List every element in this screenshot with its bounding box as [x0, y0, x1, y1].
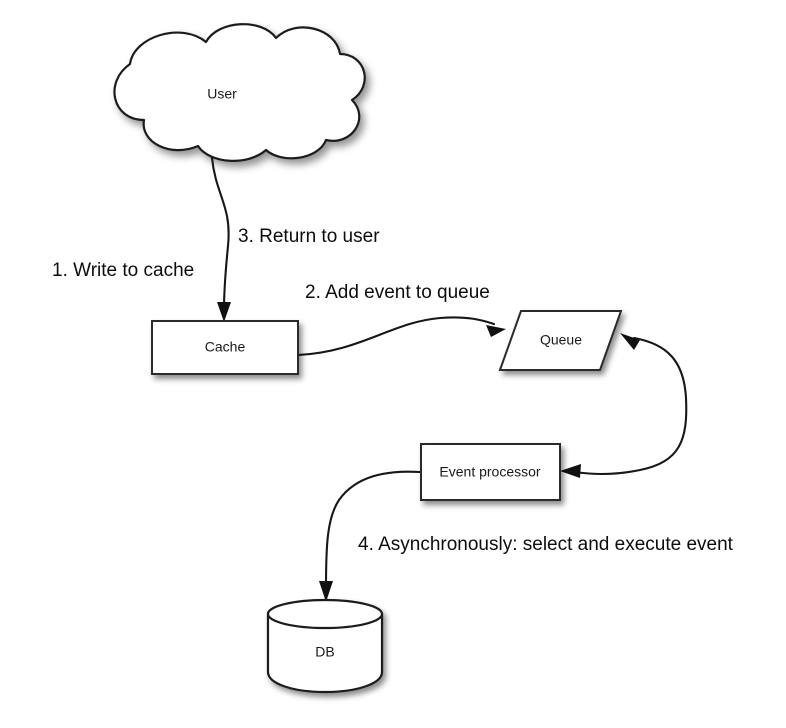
arrowhead-icon: [486, 325, 506, 337]
arrowhead-icon: [217, 302, 231, 322]
node-cache[interactable]: Cache: [151, 320, 299, 375]
edge-event-processor-to-db[interactable]: [319, 470, 422, 602]
arrowhead-icon: [620, 333, 640, 350]
node-event-processor[interactable]: Event processor: [420, 443, 561, 501]
node-label-event-processor: Event processor: [439, 464, 540, 480]
edge-cache-to-queue[interactable]: [296, 316, 506, 357]
node-label-db: DB: [315, 644, 334, 660]
node-user[interactable]: User: [113, 23, 366, 162]
node-db[interactable]: DB: [266, 598, 384, 694]
edge-user-to-cache[interactable]: [210, 156, 231, 322]
step-label-1: 1. Write to cache: [52, 260, 194, 281]
edge-queue-event-processor[interactable]: [560, 333, 688, 478]
arrowhead-icon: [560, 464, 581, 478]
arrowhead-icon: [319, 581, 333, 602]
step-label-4: 4. Asynchronously: select and execute ev…: [358, 534, 734, 555]
node-label-cache: Cache: [205, 339, 246, 355]
node-label-user: User: [207, 86, 237, 102]
step-label-2: 2. Add event to queue: [305, 282, 490, 303]
node-label-queue: Queue: [540, 332, 582, 348]
step-label-3: 3. Return to user: [238, 226, 380, 247]
node-queue[interactable]: Queue: [498, 310, 623, 371]
